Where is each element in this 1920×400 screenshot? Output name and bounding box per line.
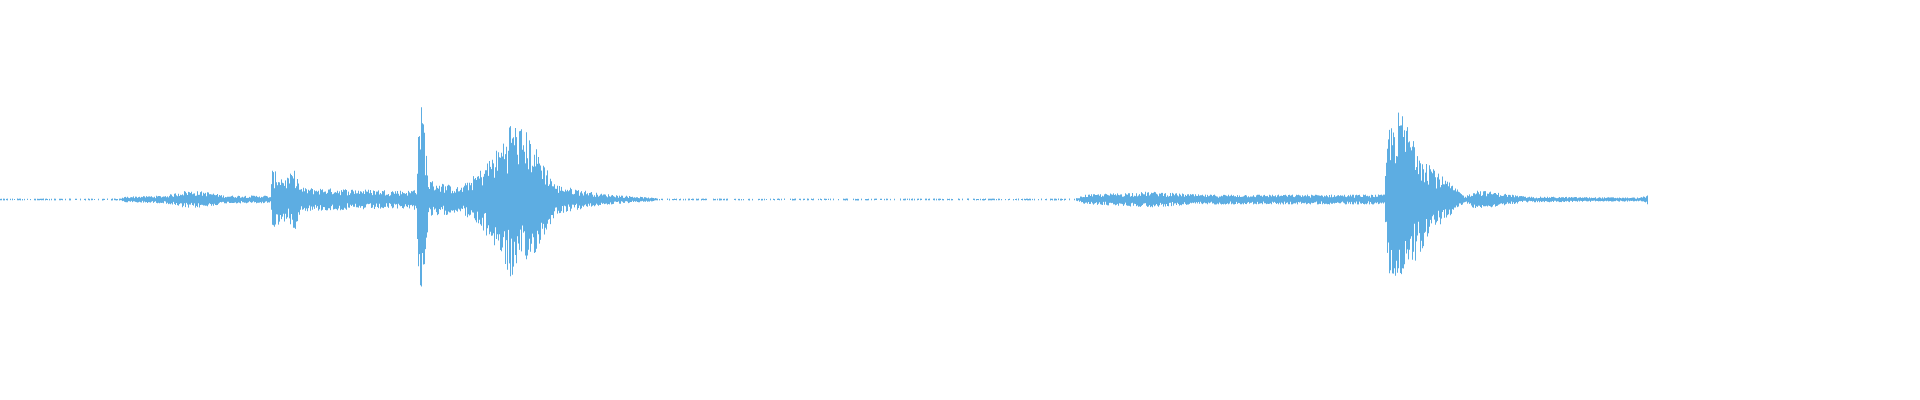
waveform-path xyxy=(0,107,1648,287)
